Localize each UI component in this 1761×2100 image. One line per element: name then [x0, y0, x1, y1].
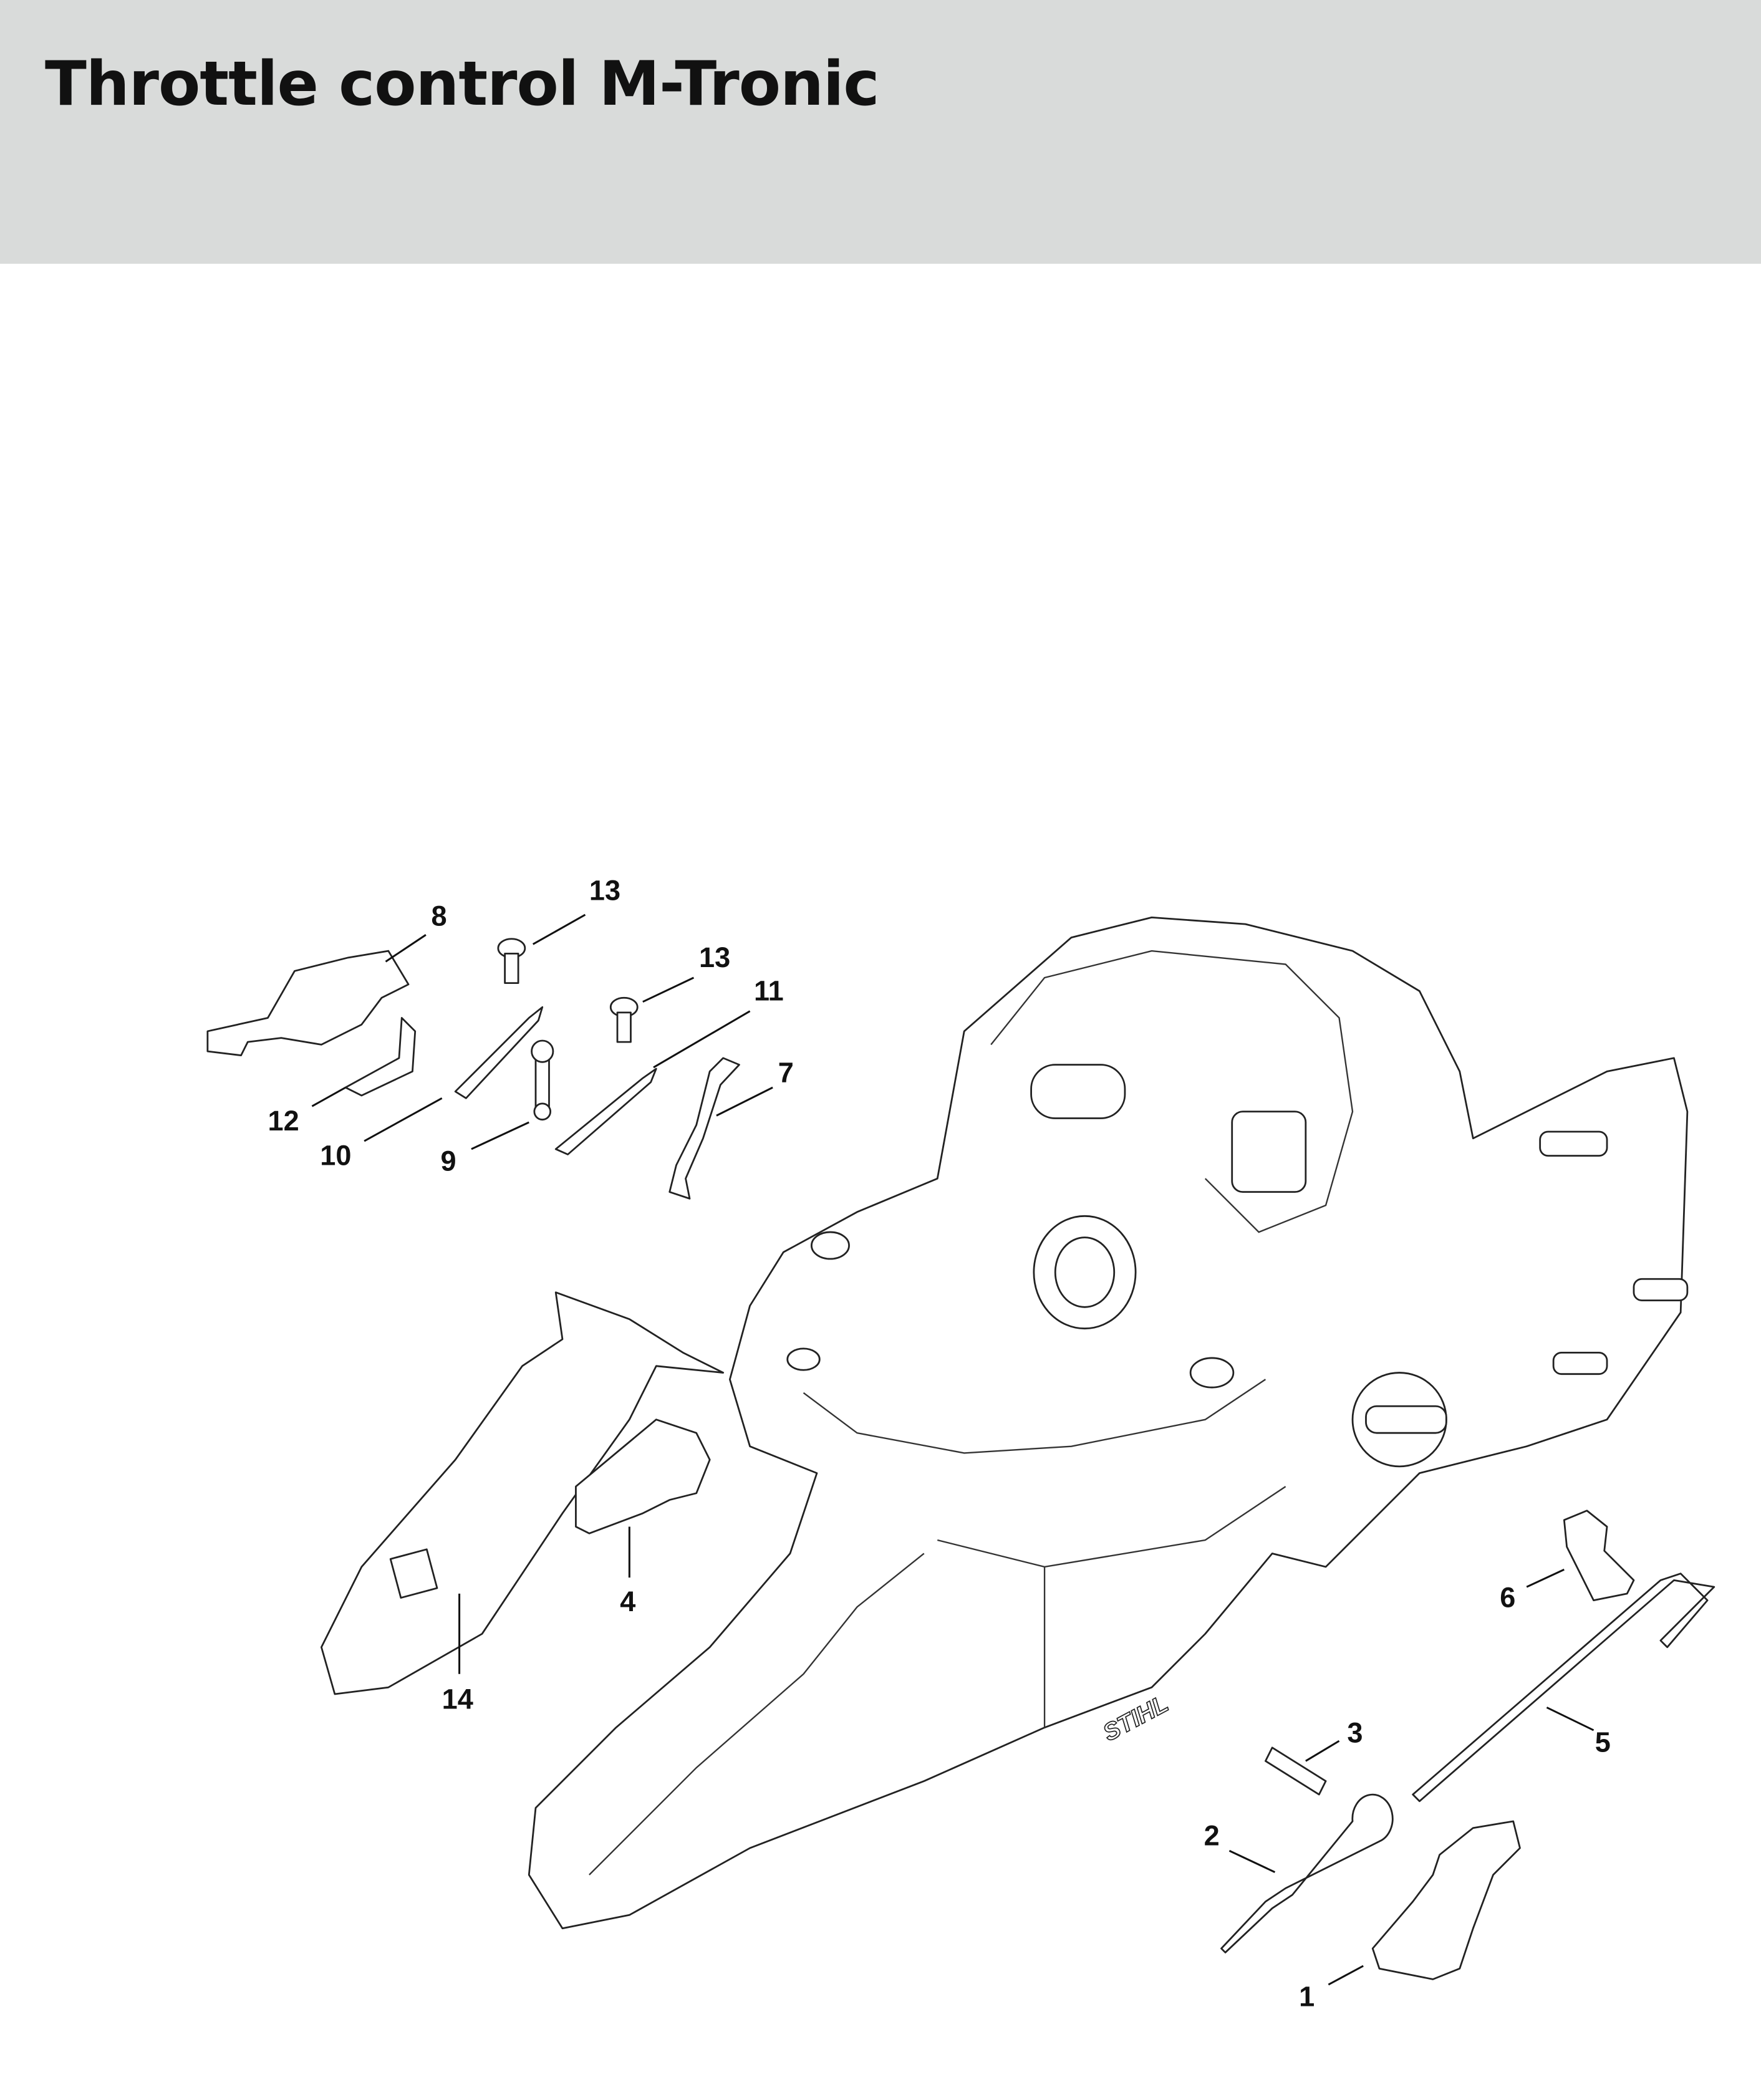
- header-banner: Throttle control M-Tronic: [0, 0, 1761, 264]
- part-1-trigger-lever: [1371, 1820, 1521, 1980]
- part-3-pin: [1265, 1746, 1327, 1796]
- callout-1: 1: [1299, 1980, 1315, 2012]
- part-6-interlock-lever: [1563, 1510, 1635, 1602]
- callout-8: 8: [432, 900, 447, 932]
- callout-13: 13: [699, 942, 730, 973]
- part-13-screw-b: [609, 996, 639, 1043]
- part-14-label-area: [389, 1548, 438, 1599]
- callout-12: 12: [268, 1105, 299, 1137]
- callout-3: 3: [1347, 1717, 1363, 1748]
- part-8-throttle-trigger-interlock: [206, 950, 410, 1056]
- part-10-throttle-rod: [454, 1006, 544, 1099]
- part-11-throttle-rod: [554, 1067, 657, 1155]
- page-title: Throttle control M-Tronic: [45, 49, 880, 120]
- part-14-handle-molding: [321, 1291, 725, 1695]
- callout-4: 4: [620, 1586, 635, 1617]
- part-12-spring: [344, 1017, 417, 1097]
- part-13-screw-a: [497, 938, 526, 985]
- leader-lines: [311, 913, 1595, 1986]
- callout-2: 2: [1204, 1820, 1220, 1852]
- part-5-throttle-rod: [1412, 1573, 1715, 1803]
- callout-14: 14: [442, 1683, 473, 1715]
- callout-7: 7: [778, 1057, 794, 1089]
- part-9-head: [531, 1039, 554, 1063]
- part-9-pin: [534, 1057, 550, 1110]
- callout-6: 6: [1500, 1581, 1515, 1613]
- callout-11: 11: [754, 975, 784, 1007]
- callout-9: 9: [441, 1145, 456, 1177]
- chainsaw-housing: STIHL: [528, 916, 1689, 1930]
- part-7-wire-rod: [668, 1057, 740, 1200]
- part-2-torsion-spring: [1220, 1793, 1394, 1953]
- callout-10: 10: [320, 1140, 351, 1172]
- part-4-throttle-trigger: [575, 1418, 711, 1534]
- part-9-washer: [533, 1102, 552, 1121]
- callout-5: 5: [1595, 1726, 1611, 1758]
- callout-13: 13: [589, 874, 620, 906]
